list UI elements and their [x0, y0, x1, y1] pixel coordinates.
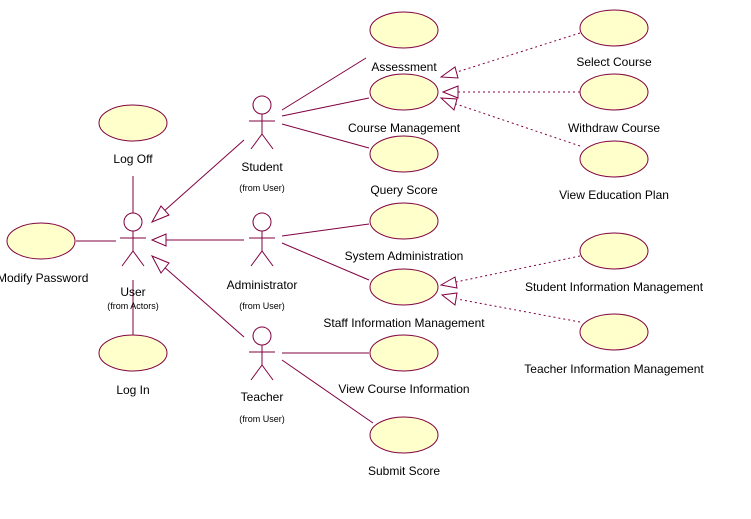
extend-select-course [456, 32, 581, 73]
use-case-teacher-information-management-label: Teacher Information Management [524, 362, 704, 376]
use-case-submit-score[interactable] [369, 416, 439, 454]
use-case-system-administration-label: System Administration [345, 249, 464, 263]
actor-administrator-figure[interactable] [249, 212, 275, 267]
extend-view-education-plan-arrowhead [439, 97, 458, 111]
actor-teacher-name: Teacher [241, 390, 284, 404]
actor-teacher-origin: (from User) [239, 414, 285, 424]
use-case-log-in[interactable] [98, 334, 168, 372]
assoc-student-query-score [281, 123, 370, 149]
use-case-teacher-information-management[interactable] [579, 313, 649, 351]
use-case-view-education-plan[interactable] [579, 140, 649, 178]
extend-student-information [455, 255, 581, 283]
generalization-teacher-user-line [162, 265, 245, 338]
generalization-admin-user-arrowhead [150, 233, 167, 247]
use-case-system-administration[interactable] [369, 202, 439, 240]
extend-teacher-information-arrowhead [440, 292, 458, 306]
actor-student-figure[interactable] [249, 95, 275, 150]
use-case-student-information-management-label: Student Information Management [525, 280, 704, 294]
use-case-log-in-label: Log In [116, 383, 149, 397]
extend-student-information-arrowhead [439, 276, 458, 289]
actor-administrator-name: Administrator [227, 278, 298, 292]
actor-user-name: User [120, 285, 145, 299]
use-case-assessment-label: Assessment [371, 60, 437, 74]
actor-user-origin: (from Actors) [107, 301, 159, 311]
use-case-staff-information-management[interactable] [369, 268, 439, 306]
use-case-modify-password-label: Modify Password [0, 271, 88, 285]
use-case-modify-password[interactable] [6, 222, 76, 260]
use-case-withdraw-course[interactable] [579, 73, 649, 111]
use-case-course-management[interactable] [369, 73, 439, 111]
use-case-query-score-label: Query Score [370, 183, 438, 197]
generalization-student-user-line [162, 139, 245, 213]
use-case-view-course-information-label: View Course Information [338, 382, 469, 396]
use-case-assessment[interactable] [369, 11, 439, 49]
use-case-query-score[interactable] [369, 135, 439, 173]
assoc-student-assessment [281, 57, 367, 111]
use-case-submit-score-label: Submit Score [368, 464, 440, 478]
assoc-student-course-management [281, 97, 370, 117]
use-case-select-course-label: Select Course [576, 55, 652, 69]
extend-withdraw-course-arrowhead [441, 85, 459, 99]
use-case-course-management-label: Course Management [348, 121, 461, 135]
use-case-view-education-plan-label: View Education Plan [559, 188, 669, 202]
actor-student-name: Student [241, 160, 283, 174]
use-case-student-information-management[interactable] [579, 232, 649, 270]
use-case-select-course[interactable] [579, 9, 649, 47]
use-case-withdraw-course-label: Withdraw Course [568, 121, 660, 135]
use-case-view-course-information[interactable] [369, 334, 439, 372]
assoc-teacher-submit-score [281, 359, 374, 424]
generalization-teacher-user-arrowhead [150, 255, 170, 274]
use-case-staff-information-management-label: Staff Information Management [323, 316, 485, 330]
extend-teacher-information [456, 298, 581, 323]
use-case-log-off-label: Log Off [113, 152, 153, 166]
actor-student-origin: (from User) [239, 183, 285, 193]
assoc-admin-staff-information [281, 242, 370, 281]
assoc-admin-system-administration [281, 223, 370, 237]
use-case-log-off[interactable] [98, 104, 168, 142]
actor-administrator-origin: (from User) [239, 301, 285, 311]
actor-user-figure[interactable] [120, 212, 146, 267]
generalization-student-user-arrowhead [150, 205, 170, 224]
actor-teacher-figure[interactable] [249, 326, 275, 381]
extend-view-education-plan [455, 103, 581, 147]
extend-select-course-arrowhead [439, 66, 459, 79]
